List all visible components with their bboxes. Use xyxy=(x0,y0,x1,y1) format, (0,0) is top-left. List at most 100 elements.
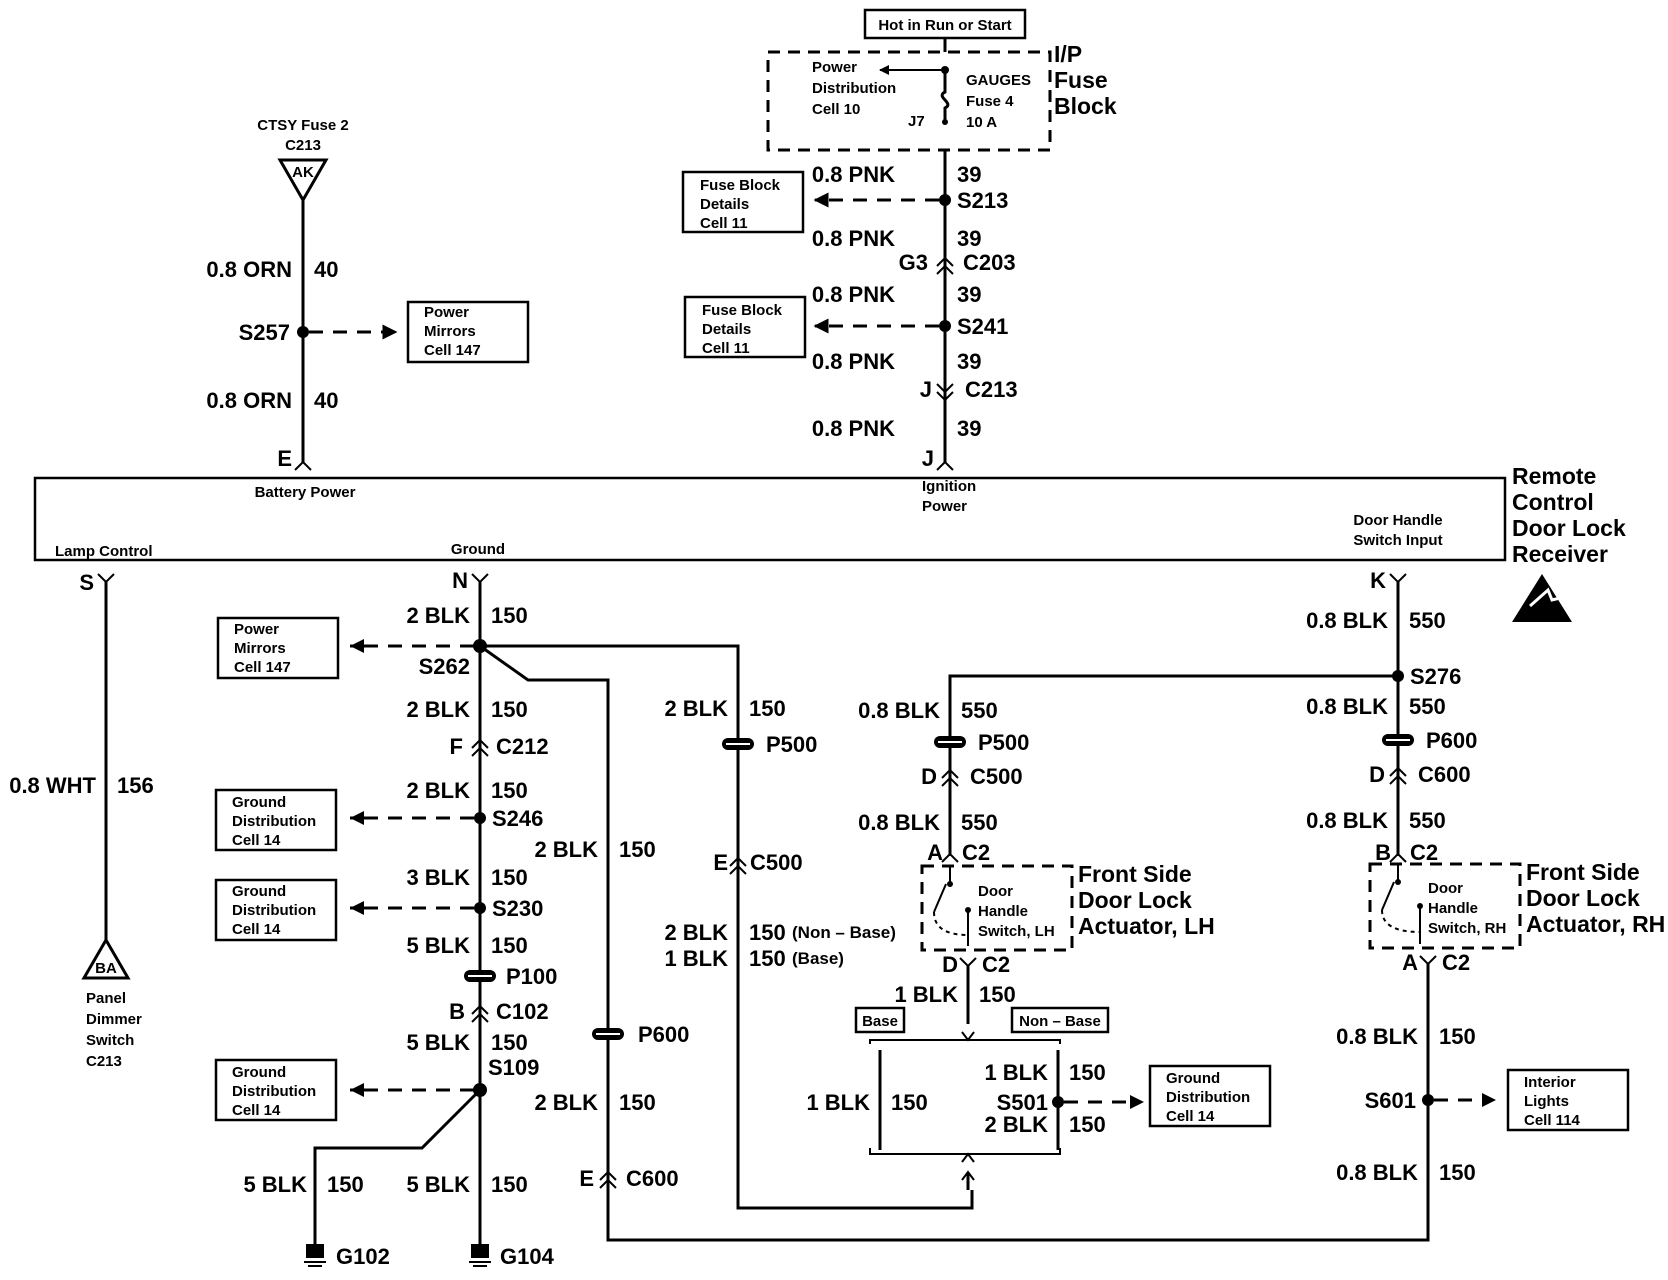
rh-wire-3: 0.8 BLK xyxy=(1306,808,1388,833)
s257-label: S257 xyxy=(239,320,290,345)
remote-control-door-lock-receiver: Battery Power Ignition Power Lamp Contro… xyxy=(33,463,1626,622)
interior-lights-ref xyxy=(1506,1068,1630,1132)
p500-branch-wire xyxy=(480,644,974,1210)
nonbase-circuit: 150 xyxy=(749,920,786,945)
fuse-rating: 10 A xyxy=(966,114,997,131)
option-bracket-bottom xyxy=(869,1148,1061,1163)
orn-circuit-2: 40 xyxy=(314,388,338,413)
c203-label: C203 xyxy=(963,250,1016,275)
battery-pin: E xyxy=(277,446,292,471)
battery-pin-symbol xyxy=(294,460,312,471)
pnk-circuit-1: 39 xyxy=(957,162,981,187)
door-handle-input-2: Switch Input xyxy=(1353,532,1442,549)
gd3-line2: Distribution xyxy=(232,1083,316,1100)
pm-bot-line3: Cell 147 xyxy=(234,659,291,676)
splice-s241 xyxy=(939,320,951,332)
fuse-block-details-2 xyxy=(683,295,807,359)
gnd-wire-8: 5 BLK xyxy=(406,1172,470,1197)
s501-wire-2: 2 BLK xyxy=(984,1112,1048,1137)
ground-label: Ground xyxy=(451,541,505,558)
c500-left-label: C500 xyxy=(750,850,803,875)
orn-circuit-1: 40 xyxy=(314,257,338,282)
c600-right-label: C600 xyxy=(1418,762,1471,787)
c212-connector xyxy=(471,738,489,757)
ground-pin: N xyxy=(452,568,468,593)
lamp-control-label: Lamp Control xyxy=(55,543,153,560)
dimmer-line3: Switch xyxy=(86,1032,134,1049)
c500-right-connector xyxy=(941,768,959,787)
gnd-circuit-8: 150 xyxy=(491,1172,528,1197)
rh-c2b-label: C2 xyxy=(1442,950,1470,975)
rh-title-3: Actuator, RH xyxy=(1526,911,1665,937)
pm-top-line2: Mirrors xyxy=(424,323,476,340)
rh-switch-1: Door xyxy=(1428,880,1463,897)
gnd-circuit-1: 150 xyxy=(491,603,528,628)
rh-title-2: Door Lock xyxy=(1526,885,1640,911)
lh-switch-2: Handle xyxy=(978,903,1028,920)
lh-c2b-label: C2 xyxy=(982,952,1010,977)
fuse-symbol xyxy=(940,70,950,122)
pnk-circuit-3: 39 xyxy=(957,282,981,307)
ctsy-fuse-connector: C213 xyxy=(285,137,321,154)
lh-circuit-1: 550 xyxy=(961,698,998,723)
c500-right-pin: D xyxy=(921,764,937,789)
lamp-pin-symbol xyxy=(97,573,115,584)
splice-s230 xyxy=(474,902,486,914)
ground-g102-icon xyxy=(304,1244,326,1267)
c203-connector xyxy=(936,256,954,275)
gnd-wire-3: 2 BLK xyxy=(406,778,470,803)
dimmer-line2: Dimmer xyxy=(86,1011,142,1028)
battery-feed: CTSY Fuse 2 C213 AK 0.8 ORN 40 S257 Powe… xyxy=(206,117,530,471)
g102-label: G102 xyxy=(336,1244,390,1269)
rh-circuit-1: 550 xyxy=(1409,608,1446,633)
dimmer-pin: BA xyxy=(95,960,117,977)
rh-c2-label: C2 xyxy=(1410,840,1438,865)
nonbase-wire: 2 BLK xyxy=(664,920,728,945)
ground-g104-icon xyxy=(469,1244,491,1267)
k-pin: K xyxy=(1370,568,1386,593)
pnk-circuit-4: 39 xyxy=(957,349,981,374)
ref2-line2: Details xyxy=(702,321,751,338)
c600-right-pin: D xyxy=(1369,762,1385,787)
c102-label: C102 xyxy=(496,999,549,1024)
ref1-line2: Details xyxy=(700,196,749,213)
g102-wire xyxy=(313,1088,482,1252)
hot-in-run-label: Hot in Run or Start xyxy=(878,17,1011,34)
gd3-line1: Ground xyxy=(232,1064,286,1081)
p500-wire-1: 2 BLK xyxy=(664,696,728,721)
ground-dist-ref-1 xyxy=(214,788,338,852)
rh-a-pin-symbol xyxy=(1419,955,1437,966)
s109-label: S109 xyxy=(488,1055,539,1080)
ref1-line3: Cell 11 xyxy=(700,215,748,232)
gnd-wire-2: 2 BLK xyxy=(406,697,470,722)
ground-pin-symbol xyxy=(471,573,489,584)
rh-a-pin: A xyxy=(1402,950,1418,975)
gnd-wire-7: 5 BLK xyxy=(243,1172,307,1197)
ground-dist-ref-4 xyxy=(1148,1064,1272,1128)
gnd-circuit-3: 150 xyxy=(491,778,528,803)
power-dist-3: Cell 10 xyxy=(812,101,860,118)
receiver-title-2: Control xyxy=(1512,489,1594,515)
lh-actuator-box xyxy=(920,864,1074,952)
fuse-block-title-1: I/P xyxy=(1054,41,1082,67)
power-dist-2: Distribution xyxy=(812,80,896,97)
lh-switch-3: Switch, LH xyxy=(978,923,1055,940)
lh-switch-1: Door xyxy=(978,883,1013,900)
nonbase-tag: Non – Base xyxy=(1019,1013,1101,1030)
lh-c2-label: C2 xyxy=(962,840,990,865)
splice-s246 xyxy=(474,812,486,824)
receiver-title-1: Remote xyxy=(1512,463,1596,489)
ground-dist-ref-3 xyxy=(214,1058,338,1122)
c102-connector xyxy=(471,1004,489,1023)
s501-label: S501 xyxy=(997,1090,1048,1115)
pnk-wire-3: 0.8 PNK xyxy=(812,282,895,307)
fuse-number: Fuse 4 xyxy=(966,93,1014,110)
gnd-circuit-2: 150 xyxy=(491,697,528,722)
splice-s213 xyxy=(939,194,951,206)
gd2-line3: Cell 14 xyxy=(232,921,281,938)
s262-label: S262 xyxy=(419,654,470,679)
g104-label: G104 xyxy=(500,1244,555,1269)
p500-right-label: P500 xyxy=(978,730,1029,755)
gd2-line2: Distribution xyxy=(232,902,316,919)
fuse-block-title-2: Fuse xyxy=(1054,67,1108,93)
